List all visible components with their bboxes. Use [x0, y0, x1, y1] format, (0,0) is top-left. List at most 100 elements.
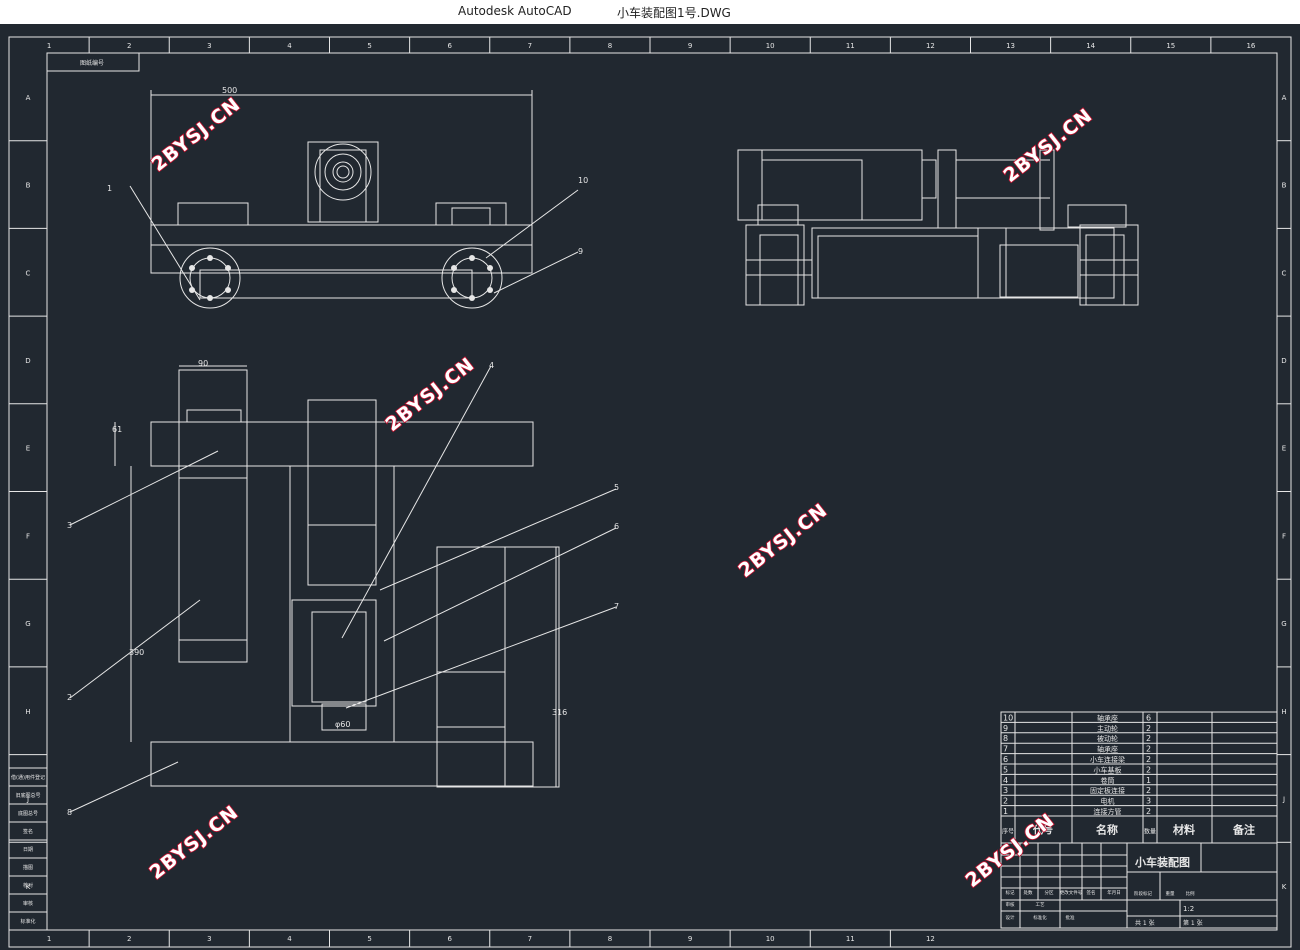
- frame-col-label: 11: [846, 42, 855, 50]
- title-field: 分区: [1045, 889, 1054, 896]
- bom-row-qty: 2: [1146, 765, 1151, 774]
- title-field: 标准化: [1033, 914, 1047, 921]
- frame-bottom-col-label: 9: [688, 935, 692, 943]
- callout-3: 3: [67, 521, 72, 530]
- frame-bottom-col-label: 11: [846, 935, 855, 943]
- stamp-label: 图纸编号: [80, 59, 104, 67]
- bom-row-qty: 2: [1146, 734, 1151, 743]
- title-field: 审核: [1006, 901, 1015, 908]
- bom-header-note: 备注: [1232, 823, 1255, 837]
- bom-row-qty: 2: [1146, 745, 1151, 754]
- frame-row-label-right: K: [1282, 883, 1287, 891]
- left-strip-label: 借(通)用件登记: [11, 774, 45, 781]
- dim-plan-left: 61: [112, 425, 122, 434]
- bom-header-name: 名称: [1096, 823, 1118, 837]
- bom-header-no: 序号: [1002, 828, 1014, 836]
- left-strip-label: 标准化: [20, 918, 35, 925]
- bom-row-no: 5: [1003, 765, 1008, 774]
- frame-bottom-col-label: 12: [926, 935, 935, 943]
- dim-plan-height: 390: [129, 648, 144, 657]
- bom-header-qty: 数量: [1144, 828, 1156, 836]
- front-view-bolts: [189, 255, 493, 301]
- bom-row-name: 小车连接梁: [1090, 755, 1125, 764]
- bom-row-name: 连接方管: [1094, 807, 1122, 816]
- bom-row-no: 9: [1003, 724, 1008, 733]
- drawing-title: 小车装配图: [1134, 855, 1190, 869]
- frame-row-label-right: A: [1282, 94, 1287, 102]
- frame-row-label-left: B: [26, 182, 31, 190]
- bom-row-qty: 3: [1146, 797, 1151, 806]
- title-page: 第 1 张: [1183, 919, 1203, 927]
- callout-10: 10: [578, 176, 588, 185]
- frame-row-label-left: G: [25, 620, 30, 628]
- bom-row-no: 10: [1003, 713, 1013, 722]
- watermark-1: 2BYSJ.CN: [148, 93, 245, 176]
- watermarks: 2BYSJ.CN 2BYSJ.CN 2BYSJ.CN 2BYSJ.CN 2BYS…: [145, 92, 1098, 892]
- frame-row-label-right: G: [1281, 620, 1286, 628]
- frame-bottom-col-label: 2: [127, 935, 131, 943]
- bom-row-name: 主动轮: [1097, 724, 1118, 733]
- stamp-box: [46, 52, 140, 72]
- title-field: 工艺: [1036, 902, 1045, 908]
- callout-6: 6: [614, 522, 619, 531]
- watermark-4: 2BYSJ.CN: [735, 499, 832, 582]
- frame-col-label: 12: [926, 42, 935, 50]
- dim-top-width: 500: [222, 86, 237, 95]
- frame-row-label-left: K: [26, 883, 31, 891]
- frame-row-label-right: H: [1281, 708, 1286, 716]
- bom-row-name: 轴承座: [1097, 713, 1118, 722]
- app-name: Autodesk AutoCAD: [458, 4, 572, 18]
- bom-row-name: 小车基板: [1094, 765, 1122, 774]
- callout-7: 7: [614, 602, 619, 611]
- callout-5: 5: [614, 483, 619, 492]
- bom-row-qty: 2: [1146, 724, 1151, 733]
- bom-row-no: 4: [1003, 776, 1008, 785]
- frame-col-label: 10: [766, 42, 775, 50]
- frame-row-label-left: A: [26, 94, 31, 102]
- bom-row-no: 2: [1003, 797, 1008, 806]
- title-field: 比例: [1186, 890, 1195, 897]
- frame-row-label-right: C: [1282, 269, 1287, 277]
- title-field: 处数: [1024, 889, 1033, 896]
- frame-bottom-col-label: 5: [367, 935, 371, 943]
- frame-row-label-right: D: [1281, 357, 1286, 365]
- left-strip-label: 日期: [23, 847, 33, 853]
- plan-view: [69, 365, 617, 813]
- frame-col-label: 1: [47, 42, 51, 50]
- title-field: 批准: [1066, 914, 1075, 921]
- frame-row-label-right: E: [1282, 445, 1286, 453]
- frame-bottom-col-label: 1: [47, 935, 51, 943]
- frame-row-label-left: F: [26, 532, 30, 540]
- frame-bottom-col-label: 7: [528, 935, 532, 943]
- bom-row-qty: 1: [1146, 776, 1151, 785]
- bom-row-no: 7: [1003, 745, 1008, 754]
- frame-row-label-left: D: [25, 357, 30, 365]
- bom-row-name: 卷筒: [1101, 776, 1115, 785]
- bom-row-name: 被动轮: [1097, 734, 1118, 743]
- frame-col-label: 3: [207, 42, 211, 50]
- left-strip-label: 签名: [23, 828, 33, 835]
- frame-col-label: 5: [367, 42, 371, 50]
- callout-1: 1: [107, 184, 112, 193]
- frame-row-label-right: B: [1282, 182, 1287, 190]
- frame-row-label-left: H: [25, 708, 30, 716]
- frame-bottom-col-label: 8: [608, 935, 612, 943]
- drawing-frame: [8, 36, 1292, 948]
- frame-col-label: 7: [528, 42, 532, 50]
- callout-8: 8: [67, 808, 72, 817]
- title-fields: 标记处数分区更改文件号签名年月日设计标准化审核工艺批准阶段标记重量比例: [1006, 889, 1195, 921]
- title-field: 标记: [1006, 889, 1015, 896]
- frame-bottom-col-label: 6: [447, 935, 452, 943]
- bom-row-qty: 2: [1146, 786, 1151, 795]
- dim-plan-width: 90: [198, 359, 208, 368]
- frame-col-label: 15: [1166, 42, 1175, 50]
- dim-right-height: 316: [552, 708, 567, 717]
- bom-row-qty: 6: [1146, 713, 1151, 722]
- title-field: 重量: [1166, 890, 1175, 897]
- bom-row-no: 6: [1003, 755, 1008, 764]
- title-field: 签名: [1087, 889, 1096, 896]
